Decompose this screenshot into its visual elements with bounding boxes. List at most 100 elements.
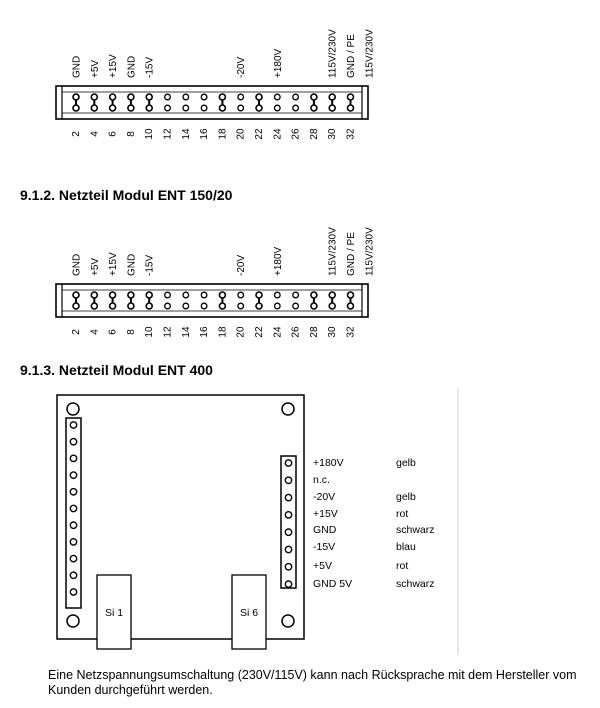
pin-contact bbox=[108, 104, 117, 112]
pin-label: +15V bbox=[108, 252, 119, 276]
header-pin bbox=[69, 538, 78, 546]
header-pin bbox=[69, 454, 78, 463]
connection-signal: +180V bbox=[313, 457, 344, 469]
pin-contact bbox=[200, 93, 208, 101]
fuse-label: Si 6 bbox=[240, 607, 258, 619]
connection-wire-color: schwarz bbox=[396, 524, 435, 536]
header-pin bbox=[69, 521, 78, 530]
fuse-holder bbox=[231, 574, 267, 650]
pin-label: +180V bbox=[273, 246, 284, 276]
pin-label: GND bbox=[126, 254, 137, 276]
header-pin bbox=[69, 554, 78, 563]
pin-contact bbox=[127, 93, 135, 101]
pin-number: 24 bbox=[272, 128, 283, 140]
pin-contact bbox=[182, 302, 190, 310]
pin-label: +5V bbox=[90, 258, 101, 276]
right-pin-header bbox=[280, 455, 297, 589]
pin-label: 115V/230V bbox=[364, 29, 375, 78]
pin-label: GND / PE bbox=[346, 232, 357, 276]
header-pin bbox=[284, 562, 293, 571]
mounting-hole bbox=[281, 614, 295, 628]
pin-contact bbox=[164, 93, 171, 101]
pin-contact bbox=[237, 104, 245, 112]
connection-signal: -15V bbox=[313, 541, 335, 553]
pin-contact bbox=[310, 291, 318, 299]
pin-number: 26 bbox=[291, 128, 302, 140]
pin-number: 16 bbox=[199, 128, 210, 140]
pin-number: 32 bbox=[346, 128, 357, 140]
pin-contact bbox=[127, 291, 135, 299]
pin-number: 18 bbox=[217, 326, 228, 338]
pin-contact bbox=[127, 302, 135, 310]
connection-wire-color: rot bbox=[396, 560, 408, 572]
pin-label: +5V bbox=[90, 60, 101, 78]
section-title-ent400: 9.1.3. Netzteil Modul ENT 400 bbox=[20, 362, 213, 378]
pin-number: 4 bbox=[89, 131, 100, 137]
pin-contact bbox=[164, 104, 171, 112]
pin-contact bbox=[328, 104, 337, 112]
left-pin-header bbox=[65, 417, 82, 609]
connection-wire-color: rot bbox=[396, 508, 408, 520]
pin-contact bbox=[90, 104, 99, 112]
pin-number: 6 bbox=[108, 329, 119, 335]
pin-number: 28 bbox=[309, 326, 320, 338]
connection-signal: GND bbox=[313, 524, 337, 536]
pin-number: 10 bbox=[144, 326, 155, 338]
connection-signal: +5V bbox=[313, 560, 332, 572]
pin-contact bbox=[182, 93, 190, 101]
header-pin bbox=[284, 580, 293, 588]
header-pin bbox=[69, 588, 78, 596]
pin-label: -20V bbox=[236, 57, 247, 78]
pin-label: 115V/230V bbox=[328, 29, 339, 78]
pin-contact bbox=[108, 302, 117, 310]
pin-number: 32 bbox=[346, 326, 357, 338]
header-pin bbox=[284, 459, 293, 467]
pin-contact bbox=[273, 93, 281, 101]
pin-contact bbox=[145, 302, 153, 310]
pin-contact bbox=[292, 104, 300, 112]
header-pin bbox=[284, 476, 293, 485]
pin-contact bbox=[145, 93, 153, 101]
pin-number: 14 bbox=[181, 128, 192, 140]
pin-contact bbox=[145, 291, 153, 299]
header-pin bbox=[69, 437, 78, 446]
ent400-board: Si 1 Si 6 bbox=[56, 394, 305, 650]
fuse-label: Si 1 bbox=[105, 607, 123, 619]
pin-contact bbox=[218, 291, 227, 299]
pin-label: GND / PE bbox=[346, 34, 357, 78]
pin-contact bbox=[200, 291, 208, 299]
pin-label: -15V bbox=[145, 57, 156, 78]
pin-contact bbox=[72, 302, 80, 310]
pin-contact bbox=[90, 302, 99, 310]
connection-signal: GND 5V bbox=[313, 578, 352, 590]
pin-contact bbox=[237, 93, 245, 101]
pin-label: 115V/230V bbox=[328, 227, 339, 276]
connection-signal: -20V bbox=[313, 491, 335, 503]
pin-label: GND bbox=[72, 56, 83, 78]
connection-wire-color: gelb bbox=[396, 457, 416, 469]
pin-contact bbox=[328, 93, 337, 101]
pin-number: 2 bbox=[71, 329, 82, 335]
pin-contact bbox=[182, 291, 190, 299]
pin-number: 30 bbox=[327, 128, 338, 140]
pin-number: 4 bbox=[89, 329, 100, 335]
connection-signal: +15V bbox=[313, 508, 338, 520]
header-pin bbox=[284, 545, 293, 554]
connection-wire-color: schwarz bbox=[396, 578, 435, 590]
pin-contact bbox=[218, 302, 227, 310]
section-title-ent150: 9.1.2. Netzteil Modul ENT 150/20 bbox=[20, 187, 233, 203]
pin-contact bbox=[72, 104, 80, 112]
header-pin bbox=[284, 493, 293, 502]
pin-number: 8 bbox=[126, 131, 137, 137]
mounting-hole bbox=[281, 402, 295, 416]
pin-contact bbox=[328, 302, 337, 310]
pin-number: 14 bbox=[181, 326, 192, 338]
header-pin bbox=[69, 471, 78, 479]
pin-number: 24 bbox=[272, 326, 283, 338]
pin-contact bbox=[273, 291, 281, 299]
pin-contact bbox=[346, 104, 355, 112]
connection-signal: n.c. bbox=[313, 474, 330, 486]
